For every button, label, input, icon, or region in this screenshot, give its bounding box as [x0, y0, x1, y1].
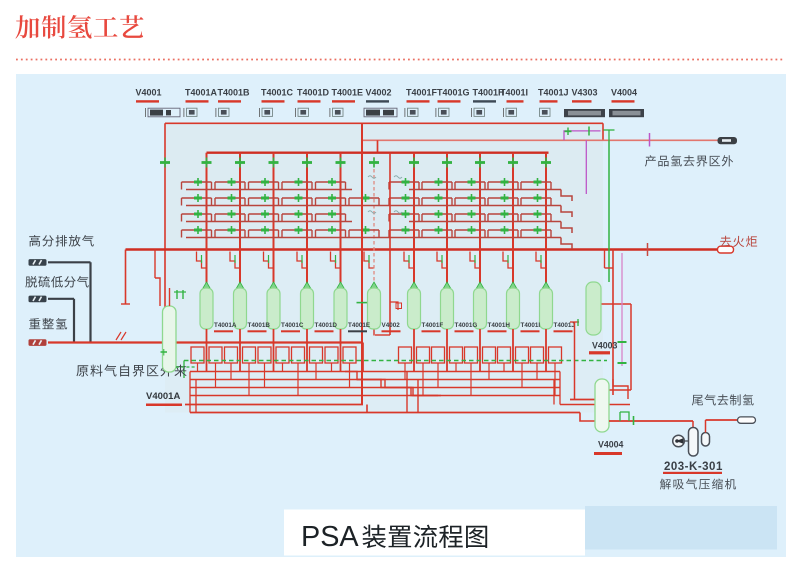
svg-text:V4003: V4003	[592, 341, 618, 351]
svg-text:V4002: V4002	[382, 322, 401, 329]
svg-text:V4001A: V4001A	[146, 391, 180, 402]
svg-text:V4004: V4004	[598, 440, 624, 450]
svg-text:203-K-301: 203-K-301	[664, 461, 723, 473]
svg-text:T4001I: T4001I	[521, 322, 541, 329]
svg-text:T4001B: T4001B	[218, 88, 251, 98]
svg-text:T4001A: T4001A	[214, 322, 237, 329]
svg-text:T4001J: T4001J	[554, 322, 576, 329]
svg-text:V4002: V4002	[366, 88, 392, 98]
svg-text:T4001D: T4001D	[315, 322, 338, 329]
svg-text:V4001: V4001	[136, 88, 162, 98]
svg-text:T4001H: T4001H	[488, 322, 511, 329]
svg-text:T4001I: T4001I	[500, 88, 528, 98]
svg-text:T4001G: T4001G	[455, 322, 478, 329]
svg-text:T4001B: T4001B	[248, 322, 271, 329]
svg-text:T4001C: T4001C	[261, 88, 294, 98]
svg-text:T4001G: T4001G	[437, 88, 470, 98]
svg-text:V4004: V4004	[611, 88, 637, 98]
svg-text:T4001J: T4001J	[538, 88, 569, 98]
svg-text:T4001H: T4001H	[473, 88, 505, 98]
svg-text:T4001E: T4001E	[332, 88, 364, 98]
svg-text:T4001C: T4001C	[281, 322, 304, 329]
svg-text:T4001F: T4001F	[422, 322, 444, 329]
svg-text:T4001F: T4001F	[406, 88, 438, 98]
svg-text:V4303: V4303	[572, 88, 598, 98]
svg-text:T4001A: T4001A	[185, 88, 218, 98]
svg-text:PSA: PSA	[301, 521, 359, 553]
svg-text:T4001E: T4001E	[348, 322, 370, 329]
svg-text:T4001D: T4001D	[297, 88, 330, 98]
